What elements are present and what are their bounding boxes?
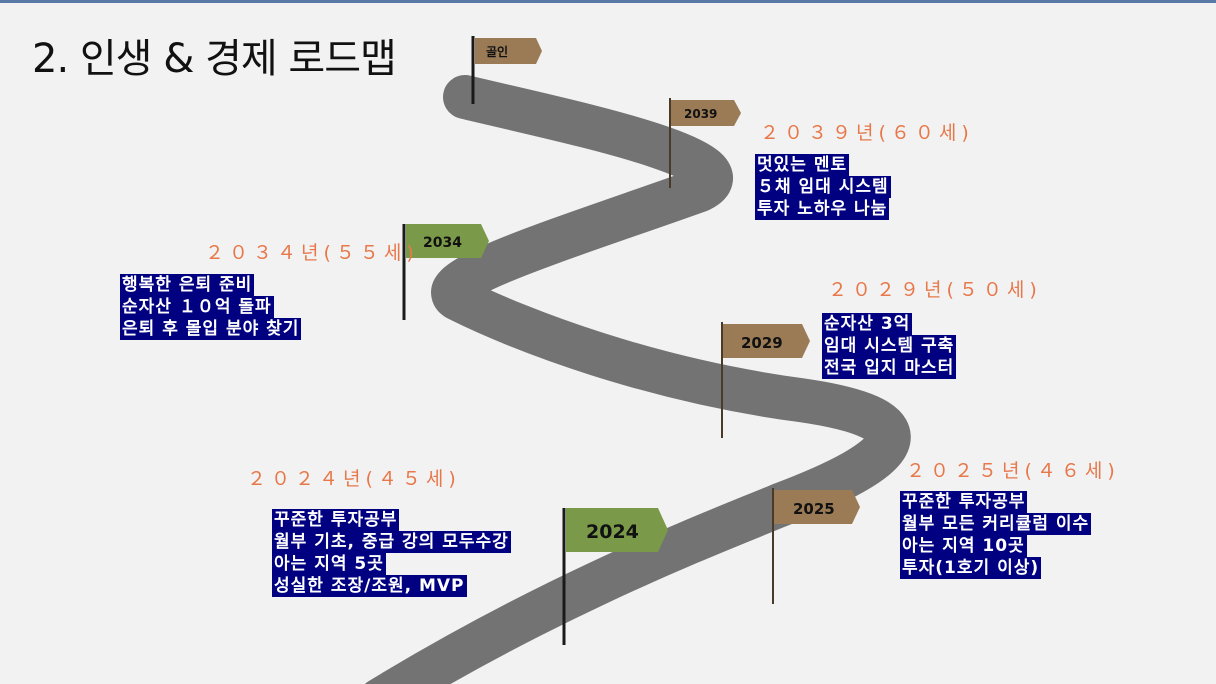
winding-road — [365, 75, 911, 684]
milestone-line: 월부 모든 커리큘럼 이수 — [900, 513, 1092, 535]
milestone-line: 투자 노하우 나눔 — [755, 198, 890, 220]
flag-banner — [774, 490, 860, 524]
flag-banner — [406, 224, 489, 258]
flag-label: 2029 — [741, 334, 783, 352]
milestone-line: 아는 지역 5곳 — [272, 553, 386, 575]
milestone-line: 멋있는 멘토 — [755, 154, 850, 176]
flag-2024: 2024 — [562, 508, 668, 645]
milestone-line: 은퇴 후 몰입 분야 찾기 — [120, 318, 302, 340]
milestone-box-2024: 꾸준한 투자공부 월부 기초, 중급 강의 모두수강 아는 지역 5곳 성실한 … — [272, 509, 511, 597]
milestone-line: 순자산 １０억 돌파 — [120, 296, 274, 318]
milestone-line: 임대 시스템 구축 — [822, 335, 957, 357]
page-title: 2. 인생 & 경제 로드맵 — [32, 36, 397, 82]
flag-2039: 2039 — [669, 98, 741, 188]
flag-banner — [475, 38, 542, 64]
milestone-box-2029: 순자산 3억 임대 시스템 구축 전국 입지 마스터 — [822, 313, 957, 379]
milestone-box-2025: 꾸준한 투자공부 월부 모든 커리큘럼 이수 아는 지역 10곳 투자(1호기 … — [900, 491, 1092, 579]
year-label-2025: ２０２５년(４６세) — [906, 460, 1120, 482]
year-label-2034: ２０３４년(５５세) — [205, 242, 419, 264]
milestone-line: 꾸준한 투자공부 — [272, 509, 400, 531]
flag-goal: 골인 — [471, 36, 542, 104]
milestone-box-2039: 멋있는 멘토 ５채 임대 시스템 투자 노하우 나눔 — [755, 154, 891, 220]
milestone-line: 전국 입지 마스터 — [822, 357, 957, 379]
milestone-line: 투자(1호기 이상) — [900, 557, 1042, 579]
milestone-line: 월부 기초, 중급 강의 모두수강 — [272, 531, 511, 553]
milestone-line: 행복한 은퇴 준비 — [120, 274, 255, 296]
milestone-line: 순자산 3억 — [822, 313, 913, 335]
flag-2025: 2025 — [772, 488, 860, 604]
year-label-2024: ２０２４년(４５세) — [247, 468, 461, 490]
flag-label: 2024 — [586, 521, 639, 543]
flag-banner — [566, 508, 668, 552]
flag-banner — [671, 100, 741, 126]
milestone-line: ５채 임대 시스템 — [755, 176, 891, 198]
flag-label: 2039 — [684, 107, 717, 121]
flag-2029: 2029 — [721, 322, 810, 438]
flag-label: 골인 — [486, 44, 508, 59]
flag-2034: 2034 — [402, 224, 489, 320]
top-accent-line — [0, 0, 1216, 3]
milestone-line: 꾸준한 투자공부 — [900, 491, 1028, 513]
year-label-2039: ２０３９년(６０세) — [760, 122, 974, 144]
flag-label: 2025 — [793, 500, 835, 518]
milestone-line: 아는 지역 10곳 — [900, 535, 1027, 557]
milestone-box-2034: 행복한 은퇴 준비 순자산 １０억 돌파 은퇴 후 몰입 분야 찾기 — [120, 274, 302, 340]
milestone-line: 성실한 조장/조원, MVP — [272, 575, 467, 597]
flag-banner — [723, 324, 810, 358]
flag-label: 2034 — [423, 235, 462, 251]
year-label-2029: ２０２９년(５０세) — [828, 279, 1042, 301]
